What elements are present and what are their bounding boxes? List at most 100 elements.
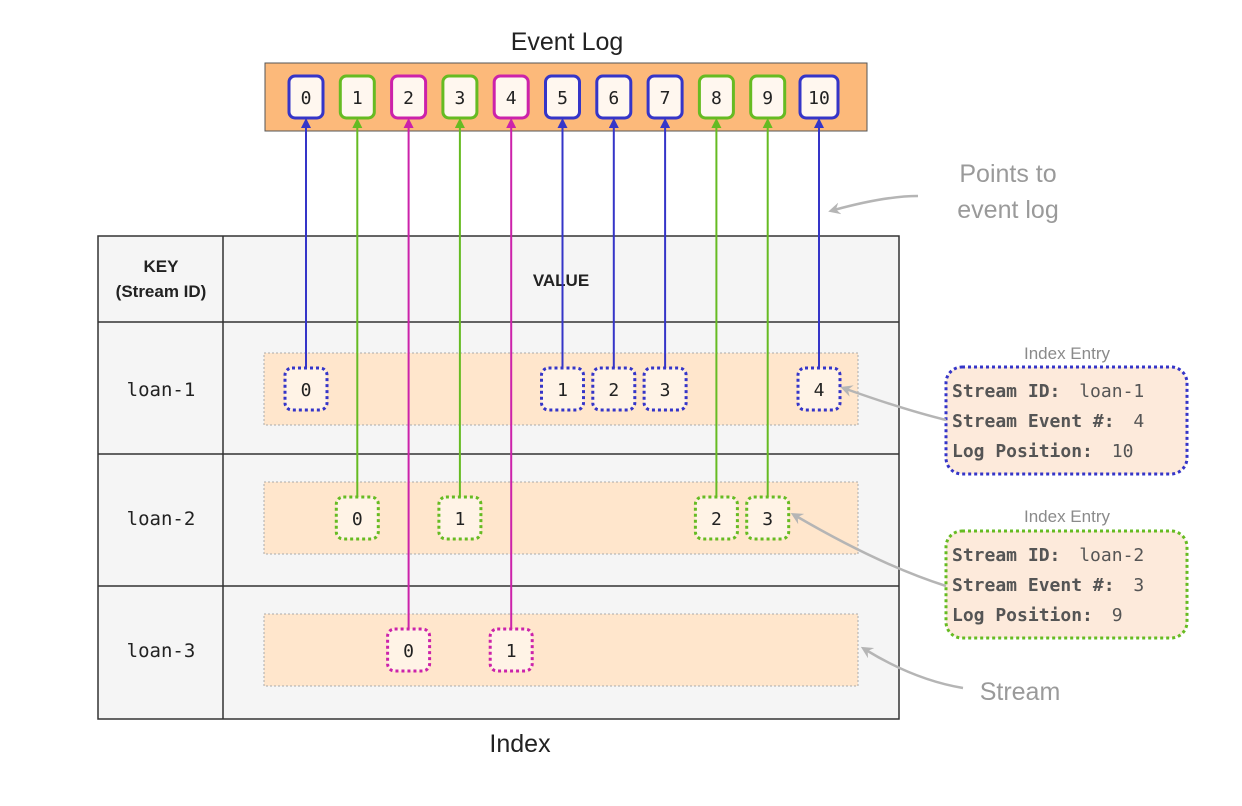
points-to-label-line1: Points to: [959, 160, 1056, 188]
event-log-cell-label: 7: [660, 88, 671, 109]
event-log-cell-label: 3: [454, 88, 465, 109]
event-log-cell-label: 1: [352, 88, 363, 109]
index-entry: 1: [437, 495, 483, 541]
callout-title: Index Entry: [1024, 344, 1110, 363]
index-entry-box: [488, 627, 534, 673]
index-entry-box: [386, 627, 432, 673]
index-entry-callout-loan-2: Index Entry Stream ID: loan-2 Stream Eve…: [790, 507, 1189, 640]
event-log-cell-label: 9: [762, 88, 773, 109]
event-log-cell: 0: [287, 74, 325, 120]
index-entry-box: [745, 495, 791, 541]
index-entries: 0 1 2 3 4 0 1 2 3 0 1: [283, 366, 842, 673]
index-entry-label: 0: [301, 380, 312, 401]
index-entry: 2: [591, 366, 637, 412]
index-entry-label: 4: [814, 380, 825, 401]
event-log-cell: 9: [749, 74, 787, 120]
callout-value: 3: [1133, 575, 1144, 596]
stream-arrow: [860, 646, 964, 690]
svg-text:Stream ID: loan-1: Stream ID: loan-1: [952, 381, 1144, 402]
callout-key: Log Position:: [952, 605, 1093, 626]
index-entry-label: 2: [711, 509, 722, 530]
index-title: Index: [489, 730, 551, 758]
event-log-cell: 1: [338, 74, 376, 120]
event-log-cell: 10: [798, 74, 840, 120]
index-entry-label: 1: [454, 509, 465, 530]
callout-arrow: [840, 385, 947, 422]
index-entry-label: 1: [506, 641, 517, 662]
event-log-title: Event Log: [511, 28, 624, 56]
callout-box: [944, 365, 1189, 476]
header-key-sub: (Stream ID): [116, 282, 207, 301]
index-entry-box: [642, 366, 688, 412]
event-log-cell: 3: [441, 74, 479, 120]
stream-label: Stream: [980, 678, 1061, 706]
callout-key: Log Position:: [952, 441, 1093, 462]
index-entry-label: 1: [557, 380, 568, 401]
points-to-arrow: [828, 194, 919, 215]
svg-text:Stream ID: loan-2: Stream ID: loan-2: [952, 545, 1144, 566]
callout-title: Index Entry: [1024, 507, 1110, 526]
svg-text:Stream Event #: 4: Stream Event #: 4: [952, 411, 1144, 432]
index-entry-label: 2: [608, 380, 619, 401]
index-entry: 3: [745, 495, 791, 541]
index-entry: 0: [386, 627, 432, 673]
index-entry-label: 0: [352, 509, 363, 530]
event-log-cell: 5: [544, 74, 581, 120]
index-entry-label: 3: [660, 380, 671, 401]
callout-value: 9: [1112, 605, 1123, 626]
index-entry: 2: [693, 495, 739, 541]
index-entry: 0: [283, 366, 329, 412]
callout-arrow: [790, 512, 947, 588]
callout-key: Stream ID:: [952, 545, 1060, 566]
pointer-arrows: [301, 118, 824, 629]
row-key-loan-1: loan-1: [127, 379, 196, 401]
points-to-label-line2: event log: [957, 196, 1058, 224]
svg-text:Log Position: 9: Log Position: 9: [952, 605, 1123, 626]
event-log-cell: 7: [646, 74, 684, 120]
event-log-cell-label: 10: [808, 88, 830, 109]
event-log-cell-label: 6: [608, 88, 619, 109]
event-log-cell: 6: [595, 74, 633, 120]
callout-value: loan-1: [1079, 381, 1144, 402]
event-log-cell-label: 8: [711, 88, 722, 109]
index-entry-label: 3: [762, 509, 773, 530]
callout-value: 4: [1133, 411, 1144, 432]
callout-value: 10: [1112, 441, 1134, 462]
index-entry-box: [540, 366, 585, 412]
index-entry-box: [796, 366, 842, 412]
event-log-cells: 0 1 2 3 4 5 6 7 8 9 10: [287, 74, 840, 120]
event-log-cell: 2: [390, 74, 428, 120]
callout-box: [944, 529, 1189, 640]
callout-key: Stream Event #:: [952, 575, 1115, 596]
callout-value: loan-2: [1079, 545, 1144, 566]
event-log-cell-label: 5: [557, 88, 568, 109]
index-entry-box: [283, 366, 329, 412]
event-log-cell: 8: [697, 74, 735, 120]
callout-key: Stream ID:: [952, 381, 1060, 402]
event-log-cell-label: 2: [403, 88, 414, 109]
svg-text:Log Position: 10: Log Position: 10: [952, 441, 1133, 462]
index-entry-callout-loan-1: Index Entry Stream ID: loan-1 Stream Eve…: [840, 344, 1189, 476]
index-entry-box: [437, 495, 483, 541]
callout-key: Stream Event #:: [952, 411, 1115, 432]
event-log-cell-label: 4: [506, 88, 517, 109]
index-entry: 1: [488, 627, 534, 673]
index-entry: 1: [540, 366, 585, 412]
index-entry-box: [591, 366, 637, 412]
header-value: VALUE: [533, 271, 589, 290]
event-log-cell-label: 0: [301, 88, 312, 109]
index-entry-label: 0: [403, 641, 414, 662]
header-key: KEY: [144, 257, 180, 276]
index-entry-box: [693, 495, 739, 541]
index-entry: 0: [334, 495, 380, 541]
index-entry: 3: [642, 366, 688, 412]
row-key-loan-2: loan-2: [127, 508, 196, 530]
index-entry: 4: [796, 366, 842, 412]
event-log-cell: 4: [492, 74, 530, 120]
stream-bar-loan-3: [263, 613, 859, 687]
svg-text:Stream Event #: 3: Stream Event #: 3: [952, 575, 1144, 596]
index-entry-box: [334, 495, 380, 541]
